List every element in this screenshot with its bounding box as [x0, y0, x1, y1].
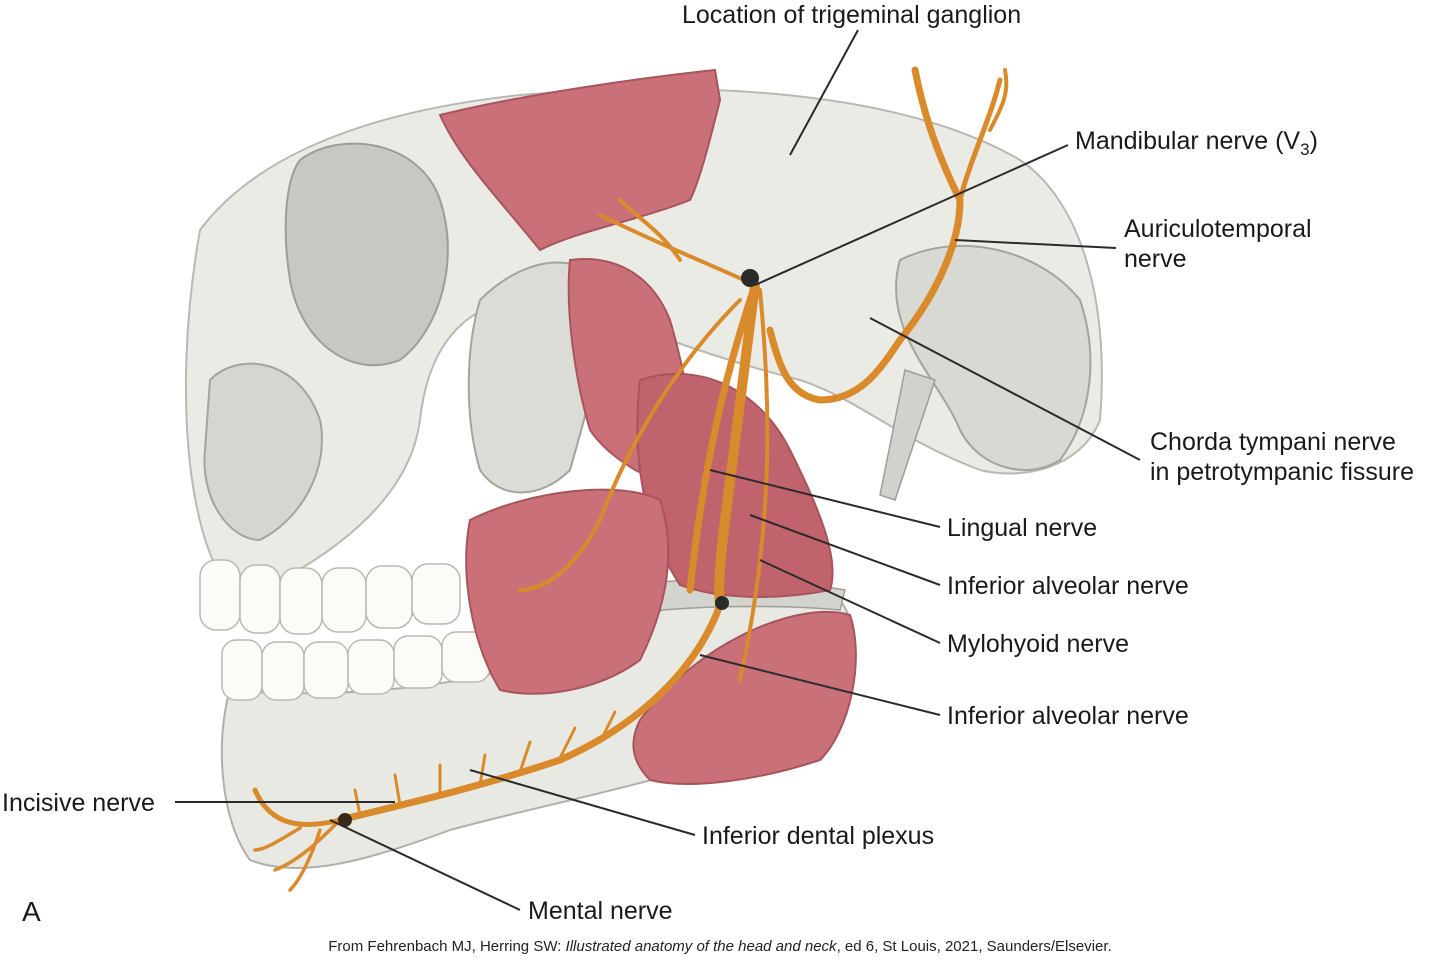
tooth [321, 567, 367, 633]
leader-lingual-nerve [709, 469, 941, 528]
credit-suffix: , ed 6, St Louis, 2021, Saunders/Elsevie… [836, 938, 1112, 955]
tooth [239, 564, 281, 634]
tooth [199, 559, 241, 631]
credit-title: Illustrated anatomy of the head and neck [565, 938, 837, 955]
label-auriculotemporal-line1: Auriculotemporal [1124, 215, 1312, 243]
label-mandibular-nerve-subscript: 3 [1300, 140, 1310, 159]
label-mandibular-nerve-close: ) [1309, 127, 1318, 155]
tooth [365, 565, 413, 629]
tooth [393, 635, 443, 689]
mental-foramen [338, 813, 352, 827]
label-lingual-nerve: Lingual nerve [947, 514, 1098, 542]
figure-credit: From Fehrenbach MJ, Herring SW: Illustra… [0, 938, 1440, 955]
auriculotemporal-nerve-branch [766, 66, 964, 404]
mandibular-nerve-trunk [714, 280, 760, 610]
label-chorda-tympani-line1: Chorda tympani nerve [1150, 428, 1396, 456]
tooth [221, 639, 263, 701]
teeth [199, 559, 491, 701]
leader-auriculotemporal [954, 239, 1117, 249]
tooth [261, 641, 305, 701]
tooth [411, 563, 461, 625]
label-mental-nerve: Mental nerve [528, 897, 673, 925]
auriculotemporal-twig [988, 68, 1009, 132]
label-chorda-tympani-line2: in petrotympanic fissure [1150, 458, 1415, 486]
label-mylohyoid-nerve: Mylohyoid nerve [947, 630, 1130, 658]
label-trigeminal-ganglion: Location of trigeminal ganglion [682, 1, 1022, 29]
label-incisive-nerve: Incisive nerve [2, 789, 155, 817]
leader-inferior-alveolar-lower [699, 654, 941, 716]
temporalis-muscle [438, 68, 722, 252]
foramen-ovale [741, 269, 759, 287]
leader-mylohyoid [759, 559, 941, 644]
nasal-aperture [203, 362, 323, 542]
orbit-socket [284, 142, 449, 367]
styloid-process [879, 369, 936, 501]
buccal-nerve-branch [518, 298, 742, 592]
mylohyoid-muscle [632, 610, 857, 785]
leader-trigeminal-ganglion [789, 29, 859, 156]
mental-nerve-branches [253, 818, 342, 892]
panel-letter: A [22, 896, 41, 927]
label-inferior-alveolar-nerve-upper: Inferior alveolar nerve [947, 572, 1189, 600]
incisive-nerve-path [252, 787, 343, 828]
tooth [279, 567, 323, 635]
label-inferior-alveolar-nerve-lower: Inferior alveolar nerve [947, 702, 1189, 730]
leader-mental [329, 819, 521, 911]
label-mandibular-nerve: Mandibular nerve (V3) [1075, 126, 1318, 165]
leader-inferior-dental-plexus [469, 769, 696, 836]
mylohyoid-nerve-path [738, 288, 770, 682]
tooth [347, 639, 395, 695]
temporal-branches [598, 198, 757, 287]
credit-prefix: From Fehrenbach MJ, Herring SW: [328, 938, 566, 955]
leader-mandibular-nerve [754, 144, 1069, 286]
leader-inferior-alveolar-upper [749, 514, 941, 586]
mandibular-foramen [715, 596, 729, 610]
tooth [303, 641, 349, 699]
lingual-nerve-path [686, 281, 759, 594]
auriculotemporal-upper-branch [957, 77, 1003, 203]
buccinator-muscle [465, 488, 670, 695]
label-auriculotemporal-line2: nerve [1124, 245, 1187, 273]
label-inferior-dental-plexus: Inferior dental plexus [702, 822, 935, 850]
muscles [438, 68, 857, 785]
nerves [252, 66, 1009, 892]
label-mandibular-nerve-text: Mandibular nerve (V [1075, 127, 1301, 155]
leader-lines [175, 29, 1141, 911]
temporal-region [894, 244, 1092, 471]
leader-chorda-tympani [869, 317, 1141, 461]
